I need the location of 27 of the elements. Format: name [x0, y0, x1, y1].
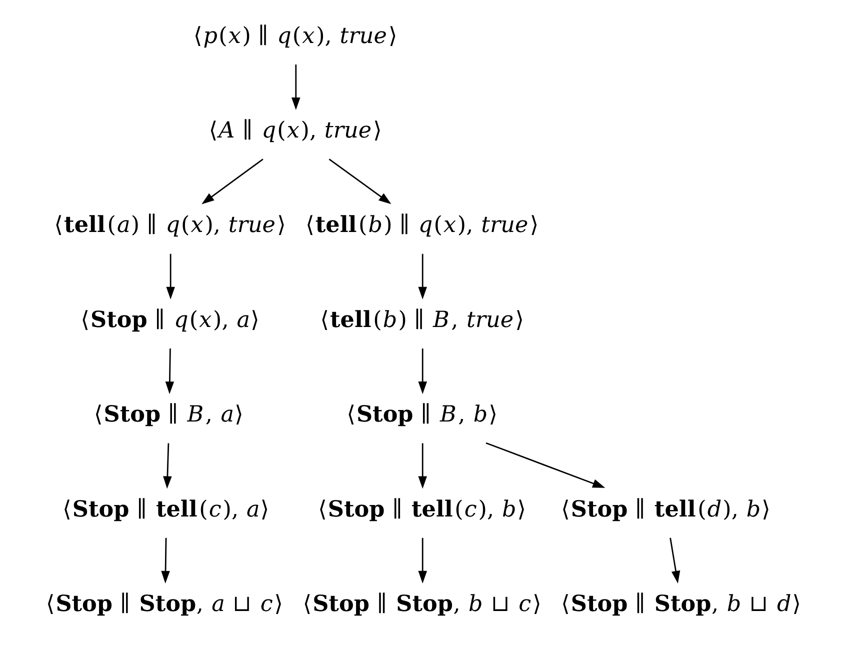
node-text: ⟨Stop ∥ tell(c), a⟩ [62, 496, 270, 522]
node-text: ⟨Stop ∥ B, a⟩ [94, 402, 244, 428]
arrow [292, 64, 300, 110]
node-text: ⟨Stop ∥ Stop, a ⊔ c⟩ [46, 590, 284, 617]
arrow [418, 443, 427, 489]
node-text: ⟨p(x) ∥ q(x), true⟩ [194, 22, 398, 49]
node-text: ⟨Stop ∥ Stop, b ⊔ d⟩ [561, 590, 801, 617]
node-text: ⟨Stop ∥ B, b⟩ [346, 402, 498, 428]
arrow [486, 442, 606, 488]
node-text: ⟨Stop ∥ tell(c), b⟩ [318, 496, 526, 522]
arrow [166, 254, 175, 300]
node-text: ⟨A ∥ q(x), true⟩ [208, 118, 382, 144]
node-text: ⟨Stop ∥ q(x), a⟩ [80, 306, 260, 333]
arrow [328, 158, 392, 204]
node-text: ⟨tell(a) ∥ q(x), true⟩ [54, 212, 286, 238]
node-text: ⟨Stop ∥ tell(d), b⟩ [561, 496, 770, 522]
arrow [161, 538, 170, 584]
node-text: ⟨tell(b) ∥ B, true⟩ [320, 306, 524, 333]
arrow [163, 443, 172, 489]
arrow [418, 538, 427, 584]
arrow [670, 538, 680, 584]
node-text: ⟨Stop ∥ Stop, b ⊔ c⟩ [302, 590, 542, 617]
node-text: ⟨tell(b) ∥ q(x), true⟩ [306, 212, 539, 238]
arrow [202, 158, 264, 204]
arrow [418, 348, 427, 394]
arrow [418, 254, 427, 300]
arrow [165, 348, 174, 394]
